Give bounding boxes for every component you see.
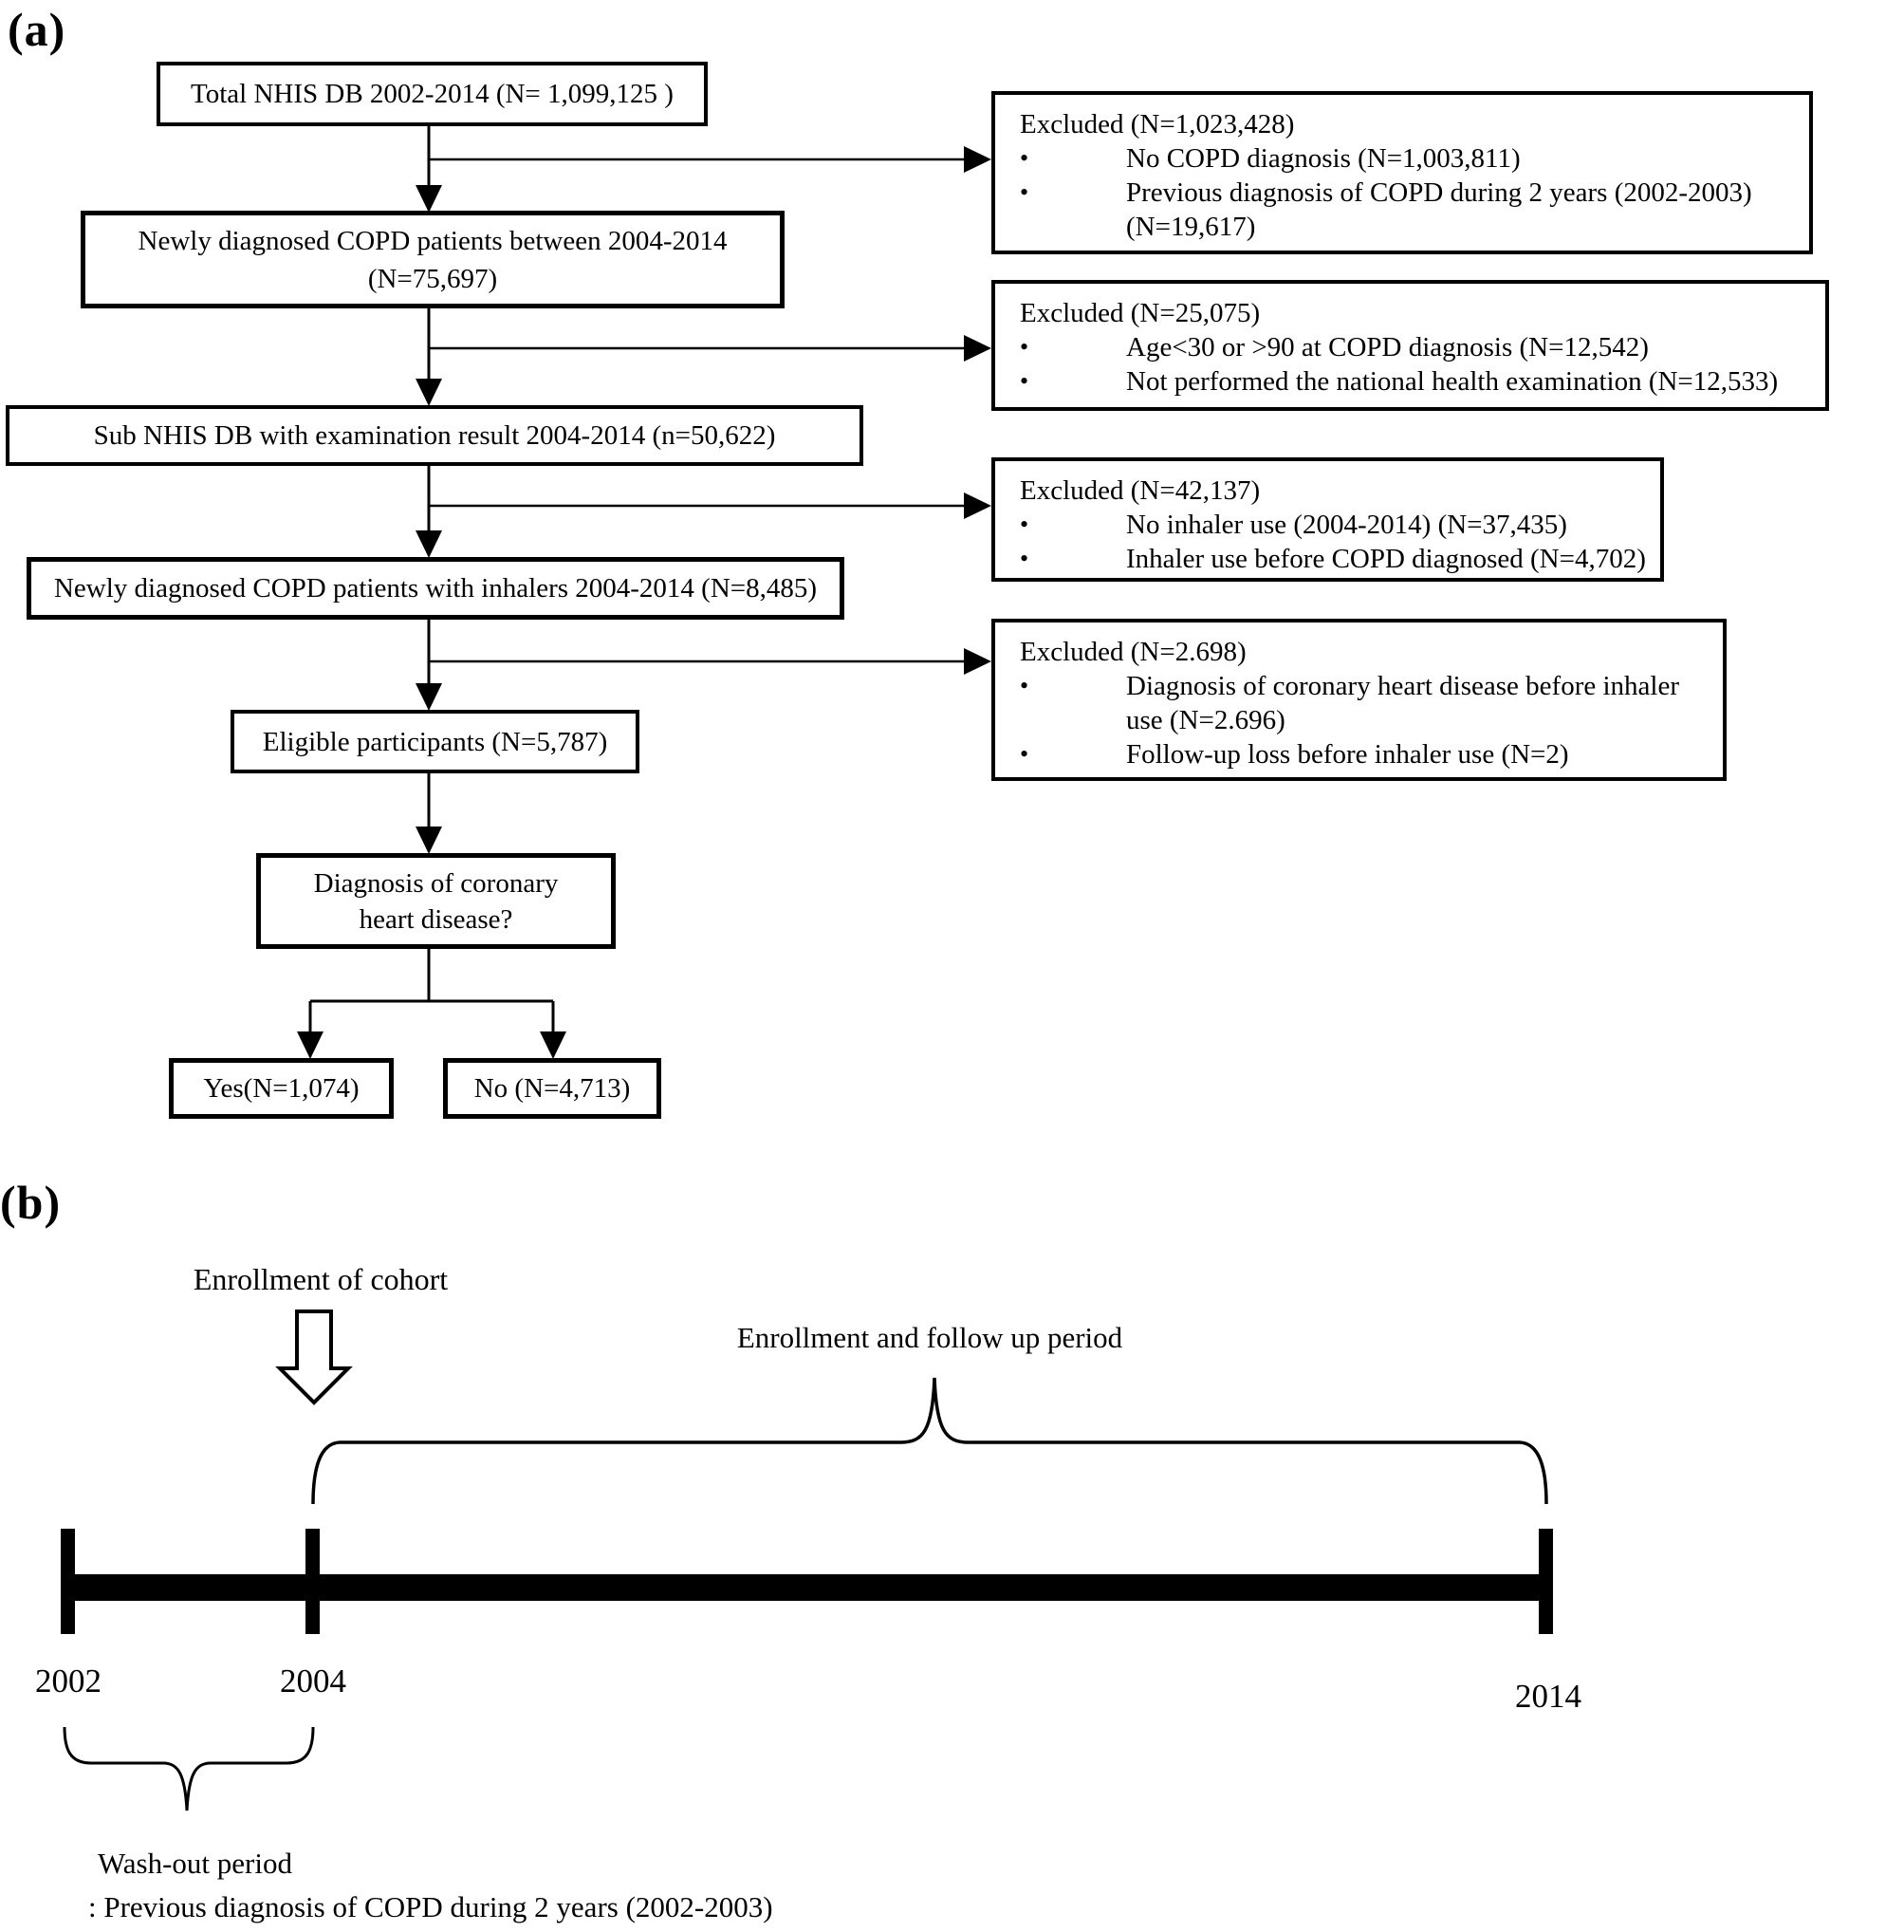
curly-brace-up-icon xyxy=(311,1377,1548,1505)
flow-box-eligible: Eligible participants (N=5,787) xyxy=(231,710,639,773)
arrow-down-icon xyxy=(416,827,442,854)
arrow-down-icon xyxy=(416,530,442,558)
bullet-icon: • xyxy=(1020,740,1029,768)
flow-box-eligible-text: Eligible participants (N=5,787) xyxy=(262,726,608,757)
flow-box-sub-nhis-text: Sub NHIS DB with examination result 2004… xyxy=(93,420,776,451)
excluded-item-text: Age<30 or >90 at COPD diagnosis (N=12,54… xyxy=(1126,332,1649,362)
arrow-right-icon xyxy=(964,335,991,362)
list-item: • Not performed the national health exam… xyxy=(1020,364,1812,399)
decision-box-chd-line1: Diagnosis of coronary xyxy=(313,867,559,899)
list-item: • Inhaler use before COPD diagnosed (N=4… xyxy=(1020,542,1647,576)
excluded-box-3: Excluded (N=42,137) • No inhaler use (20… xyxy=(991,457,1664,582)
bullet-icon: • xyxy=(1020,672,1029,699)
list-item: • Age<30 or >90 at COPD diagnosis (N=12,… xyxy=(1020,330,1812,364)
arrow-right-icon xyxy=(964,648,991,675)
decision-box-chd-line2: heart disease? xyxy=(359,903,513,935)
timeline-tick-2002 xyxy=(61,1529,75,1634)
flow-box-sub-nhis: Sub NHIS DB with examination result 2004… xyxy=(6,405,863,466)
enrollment-cohort-label: Enrollment of cohort xyxy=(193,1262,449,1296)
flow-box-newly-diagnosed: Newly diagnosed COPD patients between 20… xyxy=(81,211,785,308)
bullet-icon: • xyxy=(1020,333,1029,361)
excluded-box-2-title: Excluded (N=25,075) xyxy=(1020,298,1261,328)
arrow-down-icon xyxy=(416,185,442,213)
flow-box-newly-diagnosed-line1: Newly diagnosed COPD patients between 20… xyxy=(138,225,728,256)
flow-box-total: Total NHIS DB 2002-2014 (N= 1,099,125 ) xyxy=(157,62,708,126)
excluded-item-text: Not performed the national health examin… xyxy=(1126,366,1779,397)
outcome-box-no-text: No (N=4,713) xyxy=(473,1073,631,1104)
decision-box-chd: Diagnosis of coronary heart disease? xyxy=(256,853,616,949)
arrow-down-icon xyxy=(416,683,442,711)
timeline-tick-2004 xyxy=(305,1529,320,1634)
excluded-item-text: Diagnosis of coronary heart disease befo… xyxy=(1126,671,1679,735)
bullet-icon: • xyxy=(1020,367,1029,395)
bullet-icon: • xyxy=(1020,511,1029,538)
list-item: • Previous diagnosis of COPD during 2 ye… xyxy=(1020,176,1796,244)
arrow-right-icon xyxy=(964,146,991,173)
washout-title: Wash-out period xyxy=(98,1847,292,1880)
timeline-bar xyxy=(61,1574,1553,1601)
bullet-icon: • xyxy=(1020,545,1029,572)
excluded-box-3-title: Excluded (N=42,137) xyxy=(1020,475,1261,506)
arrow-right-icon xyxy=(964,492,991,519)
flow-box-newly-diagnosed-line2: (N=75,697) xyxy=(367,263,498,294)
panel-a-label: (a) xyxy=(8,3,66,56)
flow-box-total-text: Total NHIS DB 2002-2014 (N= 1,099,125 ) xyxy=(191,79,674,109)
washout-desc: : Previous diagnosis of COPD during 2 ye… xyxy=(88,1890,773,1923)
arrow-down-icon xyxy=(297,1031,323,1059)
outcome-box-no: No (N=4,713) xyxy=(443,1058,661,1119)
excluded-item-text: Previous diagnosis of COPD during 2 year… xyxy=(1126,177,1752,242)
list-item: • Diagnosis of coronary heart disease be… xyxy=(1020,669,1710,737)
arrow-down-icon xyxy=(540,1031,566,1059)
year-label-2014: 2014 xyxy=(1515,1678,1581,1715)
excluded-item-text: Inhaler use before COPD diagnosed (N=4,7… xyxy=(1126,544,1646,574)
year-label-2002: 2002 xyxy=(35,1663,102,1700)
bullet-icon: • xyxy=(1020,178,1029,206)
excluded-box-1-title: Excluded (N=1,023,428) xyxy=(1020,109,1295,139)
list-item: • No inhaler use (2004-2014) (N=37,435) xyxy=(1020,508,1647,542)
outcome-box-yes-text: Yes(N=1,074) xyxy=(203,1073,360,1104)
excluded-box-4-title: Excluded (N=2.698) xyxy=(1020,637,1247,667)
flow-box-inhalers-text: Newly diagnosed COPD patients with inhal… xyxy=(53,573,818,604)
excluded-box-4: Excluded (N=2.698) • Diagnosis of corona… xyxy=(991,619,1727,781)
excluded-box-2: Excluded (N=25,075) • Age<30 or >90 at C… xyxy=(991,280,1829,411)
block-arrow-down-icon xyxy=(275,1310,353,1405)
outcome-box-yes: Yes(N=1,074) xyxy=(169,1058,394,1119)
excluded-box-1: Excluded (N=1,023,428) • No COPD diagnos… xyxy=(991,91,1813,254)
excluded-item-text: No COPD diagnosis (N=1,003,811) xyxy=(1126,143,1521,174)
excluded-item-text: No inhaler use (2004-2014) (N=37,435) xyxy=(1126,510,1567,540)
year-label-2004: 2004 xyxy=(280,1663,346,1700)
panel-b-label: (b) xyxy=(0,1176,62,1229)
enrollment-followup-label: Enrollment and follow up period xyxy=(736,1321,1123,1354)
bullet-icon: • xyxy=(1020,144,1029,172)
excluded-item-text: Follow-up loss before inhaler use (N=2) xyxy=(1126,739,1569,770)
curly-brace-down-icon xyxy=(63,1726,315,1811)
timeline-tick-2014 xyxy=(1539,1529,1553,1634)
flow-box-inhalers: Newly diagnosed COPD patients with inhal… xyxy=(27,557,844,620)
list-item: • No COPD diagnosis (N=1,003,811) xyxy=(1020,141,1796,176)
arrow-down-icon xyxy=(416,379,442,406)
list-item: • Follow-up loss before inhaler use (N=2… xyxy=(1020,737,1710,771)
